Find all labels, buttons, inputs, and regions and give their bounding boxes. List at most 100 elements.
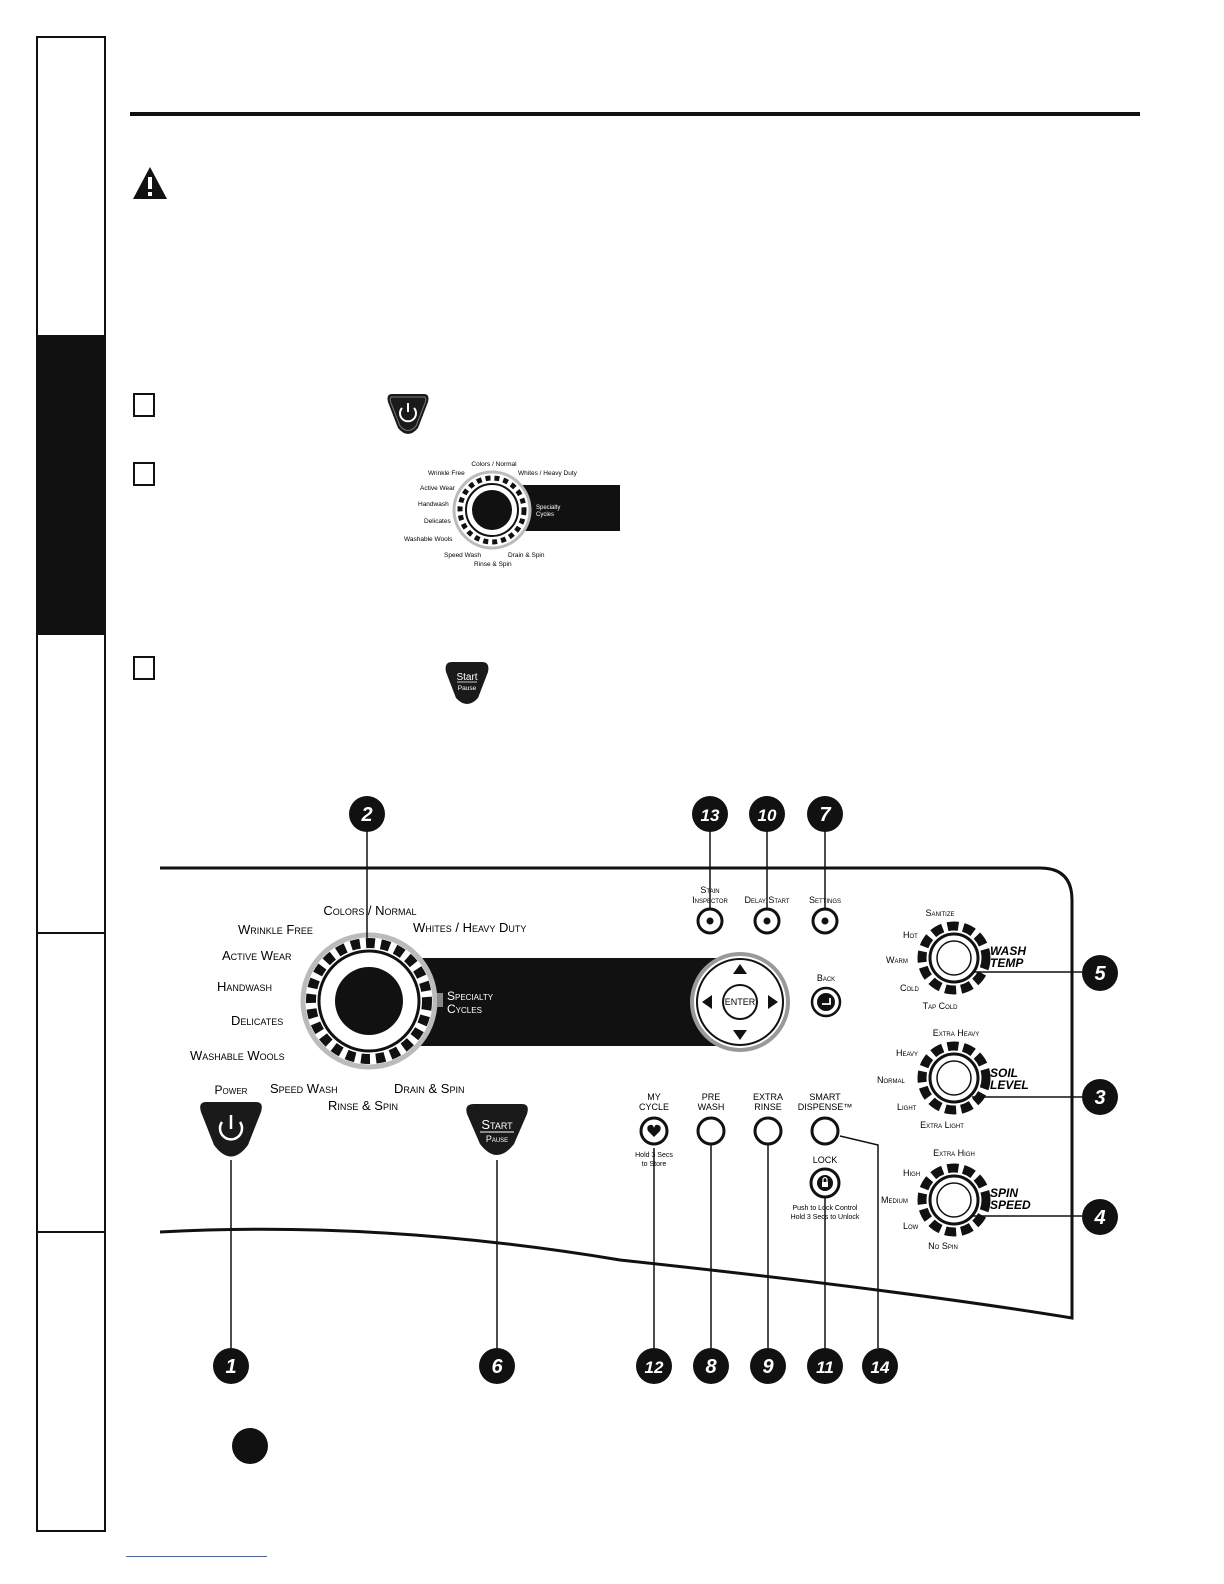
arrow-down-icon[interactable] [733, 1030, 747, 1040]
sidebar-tab-active[interactable] [38, 335, 104, 635]
soil-normal: Normal [877, 1075, 905, 1085]
start-label: Start [481, 1117, 513, 1132]
wash-temp-warm: Warm [886, 955, 908, 965]
spin-low: Low [903, 1221, 919, 1231]
callout-9: 9 [762, 1356, 774, 1378]
enter-label: ENTER [725, 997, 756, 1007]
start-pause-button[interactable] [466, 1104, 528, 1155]
callout-12: 12 [645, 1358, 664, 1377]
wash-temp-knob[interactable] [917, 921, 991, 995]
soil-light: Light [897, 1102, 917, 1112]
step-checkbox-1[interactable] [133, 393, 155, 417]
label-washable-wools: Washable Wools [190, 1048, 285, 1063]
wash-temp-title-1: WASH [990, 944, 1026, 958]
soil-level-title-2: LEVEL [990, 1078, 1029, 1092]
start-pause-icon: Start Pause [445, 662, 489, 704]
spin-speed-title-2: SPEED [990, 1198, 1031, 1212]
thumb-label-drain-spin: Drain & Spin [508, 552, 545, 559]
label-cycles: Cycles [447, 1002, 482, 1016]
label-specialty: Specialty [447, 989, 494, 1003]
spin-speed-knob[interactable] [917, 1163, 991, 1237]
smart-dispense-button[interactable] [810, 1116, 840, 1146]
label-drain-spin: Drain & Spin [394, 1081, 464, 1096]
soil-extra-heavy: Extra Heavy [933, 1028, 980, 1038]
callout-6: 6 [491, 1356, 503, 1378]
extra-rinse-label-2: RINSE [754, 1102, 782, 1112]
label-colors-normal: Colors / Normal [323, 903, 416, 918]
heart-icon [647, 1124, 661, 1137]
label-rinse-spin: Rinse & Spin [328, 1098, 398, 1113]
callout-11: 11 [816, 1358, 834, 1377]
arrow-up-icon[interactable] [733, 964, 747, 974]
thumb-label-colors-normal: Colors / Normal [471, 461, 517, 468]
delay-start-button[interactable] [753, 907, 781, 935]
pause-label: Pause [486, 1134, 508, 1144]
soil-heavy: Heavy [896, 1048, 918, 1058]
extra-rinse-label-1: EXTRA [753, 1092, 783, 1102]
arrow-left-icon[interactable] [702, 995, 712, 1009]
section-sidebar [36, 36, 106, 1532]
lock-button[interactable] [809, 1167, 841, 1199]
my-cycle-label-1: MY [647, 1092, 661, 1102]
callout-10: 10 [758, 806, 777, 825]
callout-1: 1 [225, 1356, 236, 1378]
callout-13: 13 [701, 806, 720, 825]
thumb-label-whites: Whites / Heavy Duty [518, 470, 578, 477]
callout-3: 3 [1094, 1087, 1105, 1109]
label-speed-wash: Speed Wash [270, 1081, 338, 1096]
display-panel [420, 958, 720, 1046]
callout-5: 5 [1094, 963, 1106, 985]
callout-7: 7 [819, 804, 831, 826]
callout-8: 8 [705, 1356, 717, 1378]
wash-temp-sanitize: Sanitize [925, 908, 954, 918]
spin-extra-high: Extra High [933, 1148, 975, 1158]
smart-dispense-label-2: DISPENSE™ [798, 1102, 853, 1112]
wash-temp-hot: Hot [903, 930, 918, 940]
bullet-marker [232, 1428, 268, 1464]
stain-inspector-button[interactable] [696, 907, 724, 935]
pre-wash-button[interactable] [696, 1116, 726, 1146]
smart-dispense-label-1: SMART [809, 1092, 841, 1102]
soil-level-knob[interactable] [917, 1041, 991, 1115]
thumb-label-speed-wash: Speed Wash [444, 552, 481, 559]
thumb-label-handwash: Handwash [418, 501, 449, 508]
power-button[interactable] [200, 1102, 262, 1157]
thumb-label-specialty: Specialty [536, 505, 560, 511]
wash-temp-cold: Cold [900, 983, 920, 993]
pre-wash-label-2: WASH [698, 1102, 725, 1112]
power-icon [387, 394, 429, 434]
callout-2: 2 [360, 804, 372, 826]
navigation-pad[interactable] [690, 952, 790, 1052]
power-icon [218, 1121, 244, 1141]
label-whites-heavy-duty: Whites / Heavy Duty [413, 920, 526, 935]
step-checkbox-2[interactable] [133, 462, 155, 486]
start-icon-label: Start [456, 672, 477, 683]
label-handwash: Handwash [217, 979, 272, 994]
step-checkbox-3[interactable] [133, 656, 155, 680]
label-active-wear: Active Wear [222, 948, 292, 963]
settings-button[interactable] [811, 907, 839, 935]
lock-label: LOCK [813, 1155, 838, 1165]
spin-speed-title-1: SPIN [990, 1186, 1018, 1200]
callout-14: 14 [871, 1358, 890, 1377]
extra-rinse-button[interactable] [753, 1116, 783, 1146]
label-wrinkle-free: Wrinkle Free [238, 922, 313, 937]
footer-link-underline[interactable] [126, 1556, 267, 1557]
my-cycle-label-2: CYCLE [639, 1102, 669, 1112]
enter-button[interactable] [722, 984, 758, 1020]
cycle-selector-knob[interactable] [300, 932, 438, 1070]
soil-extra-light: Extra Light [920, 1120, 964, 1130]
back-label: Back [817, 973, 835, 983]
warning-icon [133, 167, 167, 199]
arrow-right-icon[interactable] [768, 995, 778, 1009]
soil-level-title-1: SOIL [990, 1066, 1018, 1080]
callout-4: 4 [1093, 1207, 1105, 1229]
spin-high: High [903, 1168, 920, 1178]
lock-icon [822, 1182, 828, 1187]
thumb-label-active-wear: Active Wear [420, 485, 456, 492]
thumb-label-wrinkle-free: Wrinkle Free [428, 470, 465, 477]
my-cycle-button[interactable] [639, 1116, 669, 1146]
spin-medium: Medium [881, 1195, 908, 1205]
thumb-label-cycles: Cycles [536, 512, 554, 518]
